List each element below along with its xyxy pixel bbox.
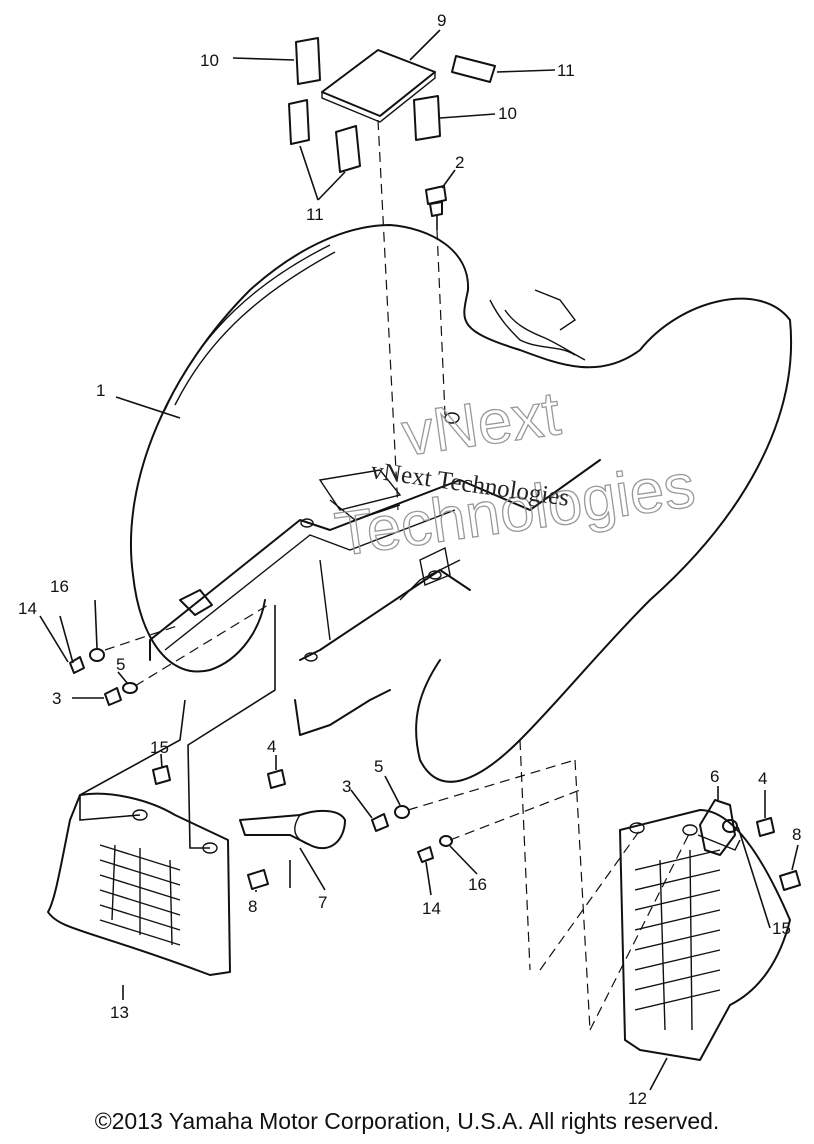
callout-14-right: 14: [422, 899, 441, 918]
callout-leaders: [39, 29, 799, 1091]
callout-5-right: 5: [374, 757, 383, 776]
callout-8-left: 8: [248, 897, 257, 916]
fasteners: [69, 648, 801, 891]
part-2-bolt: [425, 185, 447, 230]
part-6-clamp: [697, 799, 741, 856]
watermark-outline-line1: vNext: [398, 379, 565, 469]
part-11-sticker-right: [335, 125, 361, 173]
callout-15-right: 15: [772, 919, 791, 938]
callout-10-upper: 10: [200, 51, 219, 70]
part-1-rear-fender: [129, 224, 793, 783]
assembly-lines: [79, 119, 691, 1031]
part-10-sticker-lower: [413, 95, 441, 141]
callout-1: 1: [96, 381, 105, 400]
callout-3-left: 3: [52, 689, 61, 708]
callout-11-upper: 11: [557, 61, 575, 80]
callout-12: 12: [628, 1089, 647, 1108]
part-10-sticker-upper: [295, 37, 321, 85]
callout-16-right: 16: [468, 875, 487, 894]
copyright-footer: ©2013 Yamaha Motor Corporation, U.S.A. A…: [94, 1108, 720, 1134]
callout-7: 7: [318, 893, 327, 912]
callout-labels: 9 10 11 10 2 11 1 16 14 5 3 15 4 8 7 13 …: [18, 11, 801, 1108]
callout-10-lower: 10: [498, 104, 517, 123]
callout-9: 9: [437, 11, 446, 30]
part-7-bracket: [239, 809, 346, 850]
part-13-left-guard: [47, 792, 231, 976]
callout-14-left: 14: [18, 599, 37, 618]
callout-8-right: 8: [792, 825, 801, 844]
part-12-right-guard: [619, 809, 791, 1061]
part-11-sticker-upper: [451, 55, 496, 83]
callout-5-left: 5: [116, 655, 125, 674]
part-9-decal-plate: [321, 49, 436, 123]
callout-11-lower: 11: [306, 205, 324, 224]
callout-4-right: 4: [758, 769, 767, 788]
callout-15-left: 15: [150, 738, 169, 757]
callout-16-left: 16: [50, 577, 69, 596]
callout-4-left: 4: [267, 737, 276, 756]
callout-2: 2: [455, 153, 464, 172]
part-11-sticker-left: [288, 99, 310, 145]
callout-6: 6: [710, 767, 719, 786]
callout-13: 13: [110, 1003, 129, 1022]
callout-3-right: 3: [342, 777, 351, 796]
